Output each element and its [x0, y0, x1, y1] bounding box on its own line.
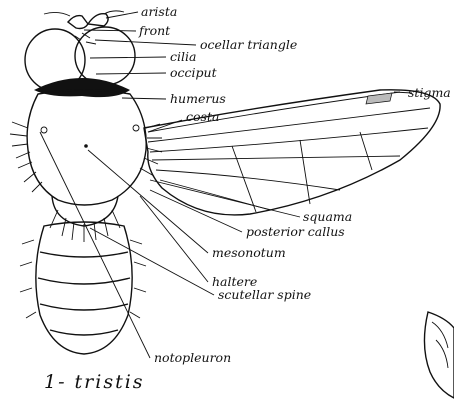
wing-vein-r2 — [150, 128, 428, 152]
label-group: arista front ocellar triangle cilia occi… — [44, 4, 451, 393]
label-squama: squama — [303, 209, 352, 224]
label-cilia: cilia — [170, 49, 196, 64]
stigma-mark — [366, 93, 392, 104]
occiput-band — [34, 78, 130, 97]
label-costa: costa — [186, 109, 219, 124]
label-ocellar-triangle: ocellar triangle — [200, 37, 297, 52]
label-stigma: stigma — [408, 85, 451, 100]
fly-thorax — [10, 90, 162, 205]
wing-vein-m — [156, 170, 340, 190]
right-arista — [104, 11, 124, 14]
label-humerus: humerus — [170, 91, 226, 106]
humeral-callus-right — [133, 125, 139, 131]
left-arista — [44, 12, 70, 16]
partial-second-figure — [424, 312, 454, 398]
label-arista: arista — [141, 4, 177, 19]
fly-abdomen — [20, 222, 146, 354]
right-antenna — [88, 14, 108, 26]
mesonotum-dot — [84, 144, 88, 148]
humeral-callus-left — [41, 127, 47, 133]
label-mesonotum: mesonotum — [212, 245, 286, 260]
wing-vein-r3 — [152, 156, 400, 160]
left-antenna — [68, 16, 88, 29]
label-scutellar-spine: scutellar spine — [218, 287, 311, 302]
fly-head — [25, 11, 135, 97]
leader-lines — [40, 12, 412, 358]
fly-scutellum — [50, 196, 120, 242]
label-occiput: occiput — [170, 65, 218, 80]
label-notopleuron: notopleuron — [154, 350, 231, 365]
right-compound-eye — [75, 27, 135, 85]
label-posterior-callus: posterior callus — [246, 224, 345, 239]
figure-caption: 1- tristis — [44, 371, 145, 393]
label-front: front — [138, 23, 171, 38]
